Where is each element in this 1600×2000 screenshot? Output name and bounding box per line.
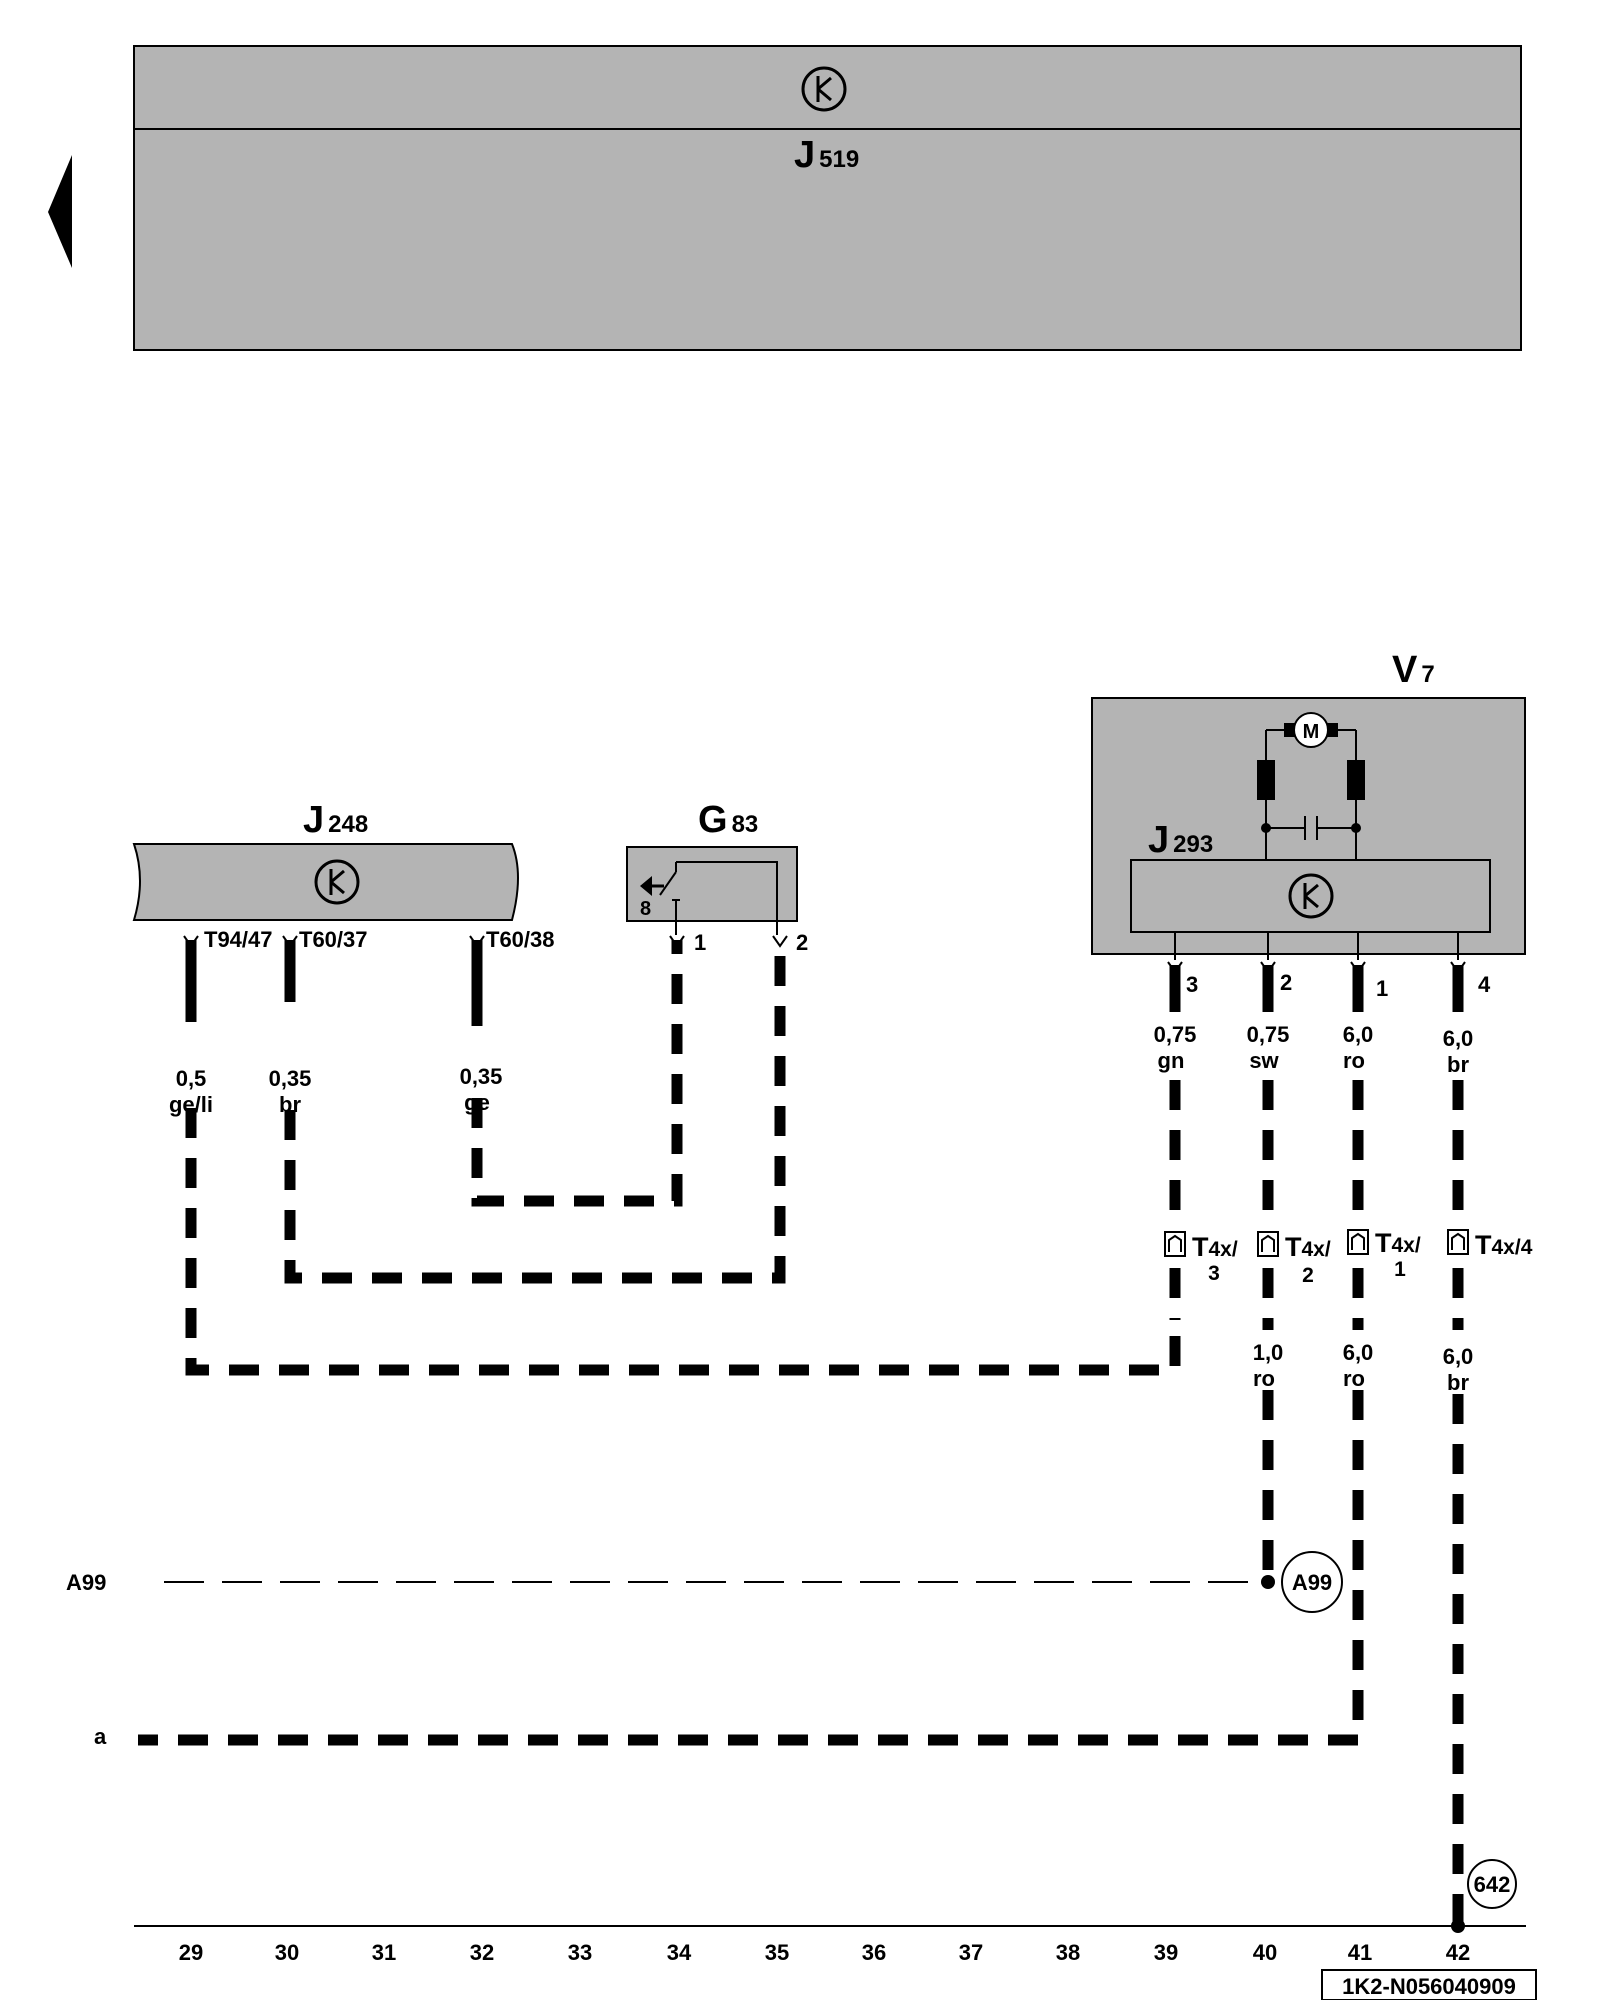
motor-icon: M [1293,712,1329,748]
connector-t4x-1-pin: 1 [1394,1258,1406,1281]
connector-t4x-2: T4x/ 2 [1257,1231,1331,1287]
pin-j248-t60-37: T60/37 [299,927,368,952]
document-id: 1K2-N056040909 [1342,1974,1516,1999]
pin-j248-t94-47: T94/47 [204,927,273,952]
wire-color: ge [464,1090,490,1115]
wire-size: 1,0 [1253,1340,1284,1365]
wire-color: br [1447,1052,1469,1077]
column-number: 36 [862,1940,886,1965]
wire-t4x1-run [138,1390,1364,1746]
wire-size: 6,0 [1443,1026,1474,1051]
connector-t4x-1: T4x/ 1 [1347,1228,1421,1281]
pin-g83-1: 1 [694,930,706,955]
wire-color: ro [1253,1366,1275,1391]
wire-size: 0,75 [1247,1022,1290,1047]
wire-color: sw [1249,1048,1279,1073]
ref-a99-circle[interactable]: A99 [1281,1551,1343,1613]
column-number: 41 [1348,1940,1372,1965]
wire-color: br [1447,1370,1469,1395]
wire-color: ro [1343,1366,1365,1391]
column-number: 37 [959,1940,983,1965]
column-number: 35 [765,1940,789,1965]
connector-t4x-4: T4x/4 [1447,1229,1533,1260]
column-number: 30 [275,1940,299,1965]
connector-t4x-4-label: T4x/4 [1475,1230,1533,1260]
wire-size: 0,75 [1154,1022,1197,1047]
wire-size: 6,0 [1443,1344,1474,1369]
wire-color: ge/li [169,1092,213,1117]
back-arrow-icon[interactable] [48,155,72,268]
wire-j248-t60-37-run [284,940,786,1284]
wire-j248-t60-38-run [471,940,683,1207]
wire-size: 6,0 [1343,1340,1374,1365]
control-unit-icon [1288,873,1334,919]
wire-color: br [279,1092,301,1117]
connector-t4x-3-label: T4x/ [1192,1232,1238,1262]
wire-size: 0,35 [269,1066,312,1091]
svg-text:A99: A99 [1292,1570,1332,1595]
connector-t4x-2-label: T4x/ [1285,1232,1331,1262]
control-unit-icon [314,859,360,905]
column-number: 34 [667,1940,692,1965]
wire-labels: 0,5 ge/li 0,35 br 0,35 ge 0,75 gn 0,75 s… [169,1022,1473,1395]
column-number: 33 [568,1940,592,1965]
column-number: 31 [372,1940,396,1965]
pin-v7-3: 3 [1186,972,1198,997]
ref-a-left: a [94,1724,107,1749]
ground-point-642[interactable]: 642 [1467,1859,1517,1909]
wire-j248-t94-47-run [185,1108,1181,1376]
wire-size: 6,0 [1343,1022,1374,1047]
connector-t4x-1-label: T4x/ [1375,1228,1421,1258]
connector-t4x-3-pin: 3 [1208,1262,1220,1285]
wire-color: ro [1343,1048,1365,1073]
column-numbers: 29 30 31 32 33 34 35 36 37 38 39 40 41 42 [179,1940,1470,1965]
connector-t4x-3: T4x/ 3 [1164,1231,1238,1285]
temperature-symbol-icon [640,876,652,896]
ref-a99-left: A99 [66,1570,106,1595]
column-number: 42 [1446,1940,1470,1965]
column-number: 32 [470,1940,494,1965]
document-id-box: 1K2-N056040909 [1321,1969,1537,2000]
svg-text:642: 642 [1474,1872,1511,1897]
pin-arrows [183,935,1466,974]
wire-size: 0,35 [460,1064,503,1089]
pin-g83-2: 2 [796,930,808,955]
g83-symbol-char: 8 [640,898,651,920]
column-number: 38 [1056,1940,1080,1965]
control-unit-icon [801,66,847,112]
pin-j248-t60-38: T60/38 [486,927,555,952]
pin-v7-1: 1 [1376,976,1388,1001]
pin-v7-2: 2 [1280,970,1292,995]
connector-t4x-2-pin: 2 [1302,1264,1314,1287]
wire-size: 0,5 [176,1066,207,1091]
column-number: 29 [179,1940,203,1965]
column-number: 40 [1253,1940,1277,1965]
pin-v7-4: 4 [1478,972,1491,997]
wires [138,940,1464,1925]
wire-color: gn [1158,1048,1185,1073]
column-number: 39 [1154,1940,1178,1965]
svg-text:M: M [1303,721,1320,743]
